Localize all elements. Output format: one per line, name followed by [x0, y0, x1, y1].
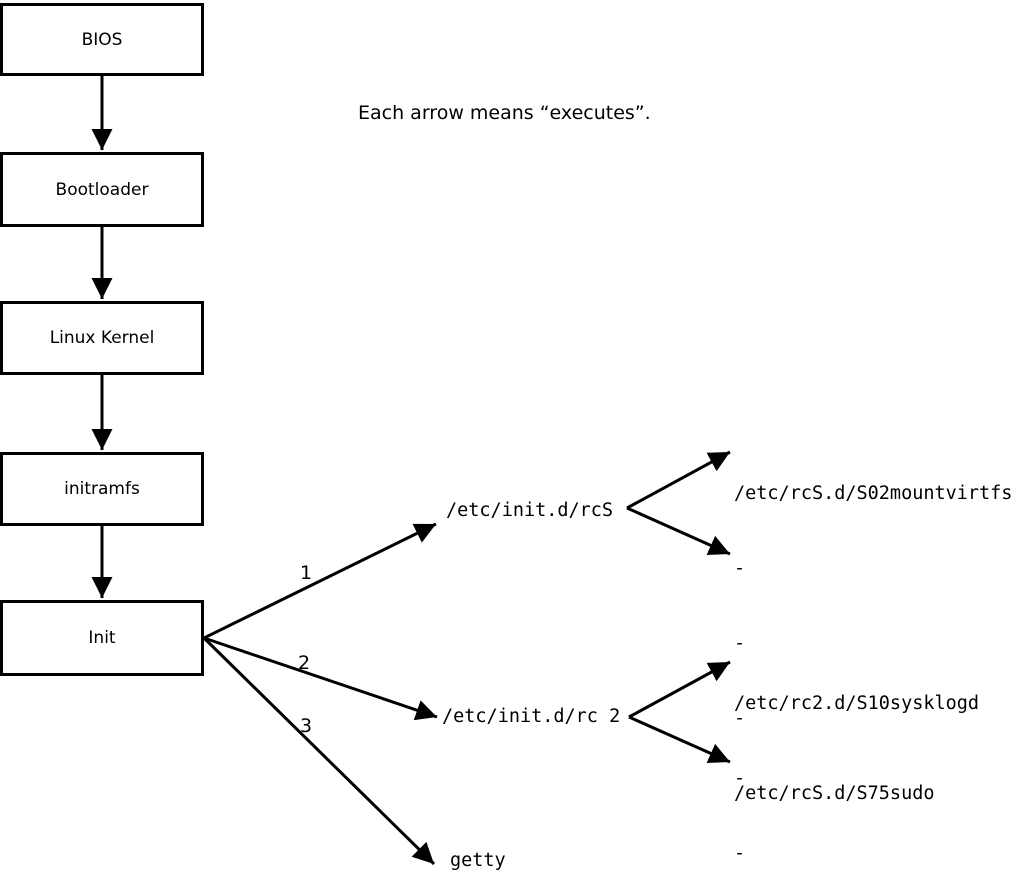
rc2-script-list: /etc/rc2.d/S10sysklogd - - - /etc/rc2.d/…	[734, 641, 979, 875]
arrow-rc2-to-s99gdm	[628, 715, 731, 764]
arrow-init-to-rc2	[203, 636, 438, 721]
ellipsis-dash: -	[734, 558, 746, 579]
label-getty: getty	[450, 850, 506, 871]
box-bootloader: Bootloader	[0, 152, 204, 227]
box-init: Init	[0, 600, 204, 676]
label-init-d-rcs: /etc/init.d/rcS	[446, 500, 614, 521]
box-bios-label: BIOS	[81, 29, 123, 50]
arrow-rcs-to-s02mountvirtfs	[626, 450, 731, 510]
box-init-label: Init	[88, 628, 116, 648]
branch-number-2: 2	[298, 652, 311, 674]
rc2-script-first: /etc/rc2.d/S10sysklogd	[734, 693, 980, 714]
ellipsis-dash: -	[734, 768, 746, 789]
arrow-rc2-to-s10sysklogd	[628, 660, 731, 719]
box-bios: BIOS	[0, 3, 204, 76]
branch-number-3: 3	[300, 715, 313, 737]
legend-note: Each arrow means “executes”.	[358, 102, 651, 124]
rcs-script-first: /etc/rcS.d/S02mountvirtfs	[734, 483, 1013, 504]
rcs-script-last: /etc/rcS.d/S75sudo	[734, 783, 935, 804]
branch-number-1: 1	[300, 562, 313, 584]
box-linux-kernel: Linux Kernel	[0, 301, 204, 375]
rcs-script-list: /etc/rcS.d/S02mountvirtfs - - - /etc/rcS…	[734, 431, 1012, 856]
box-linux-kernel-label: Linux Kernel	[49, 328, 155, 348]
box-initramfs-label: initramfs	[64, 479, 140, 499]
arrow-init-to-getty	[202, 636, 436, 866]
box-bootloader-label: Bootloader	[55, 179, 149, 200]
box-initramfs: initramfs	[0, 452, 204, 526]
ellipsis-dash: -	[734, 843, 746, 864]
ellipsis-dash: -	[734, 708, 746, 729]
label-init-d-rc2: /etc/init.d/rc 2	[442, 706, 621, 727]
arrow-rcs-to-s75sudo	[626, 506, 731, 556]
ellipsis-dash: -	[734, 633, 746, 654]
arrow-init-to-rcs	[203, 522, 437, 640]
